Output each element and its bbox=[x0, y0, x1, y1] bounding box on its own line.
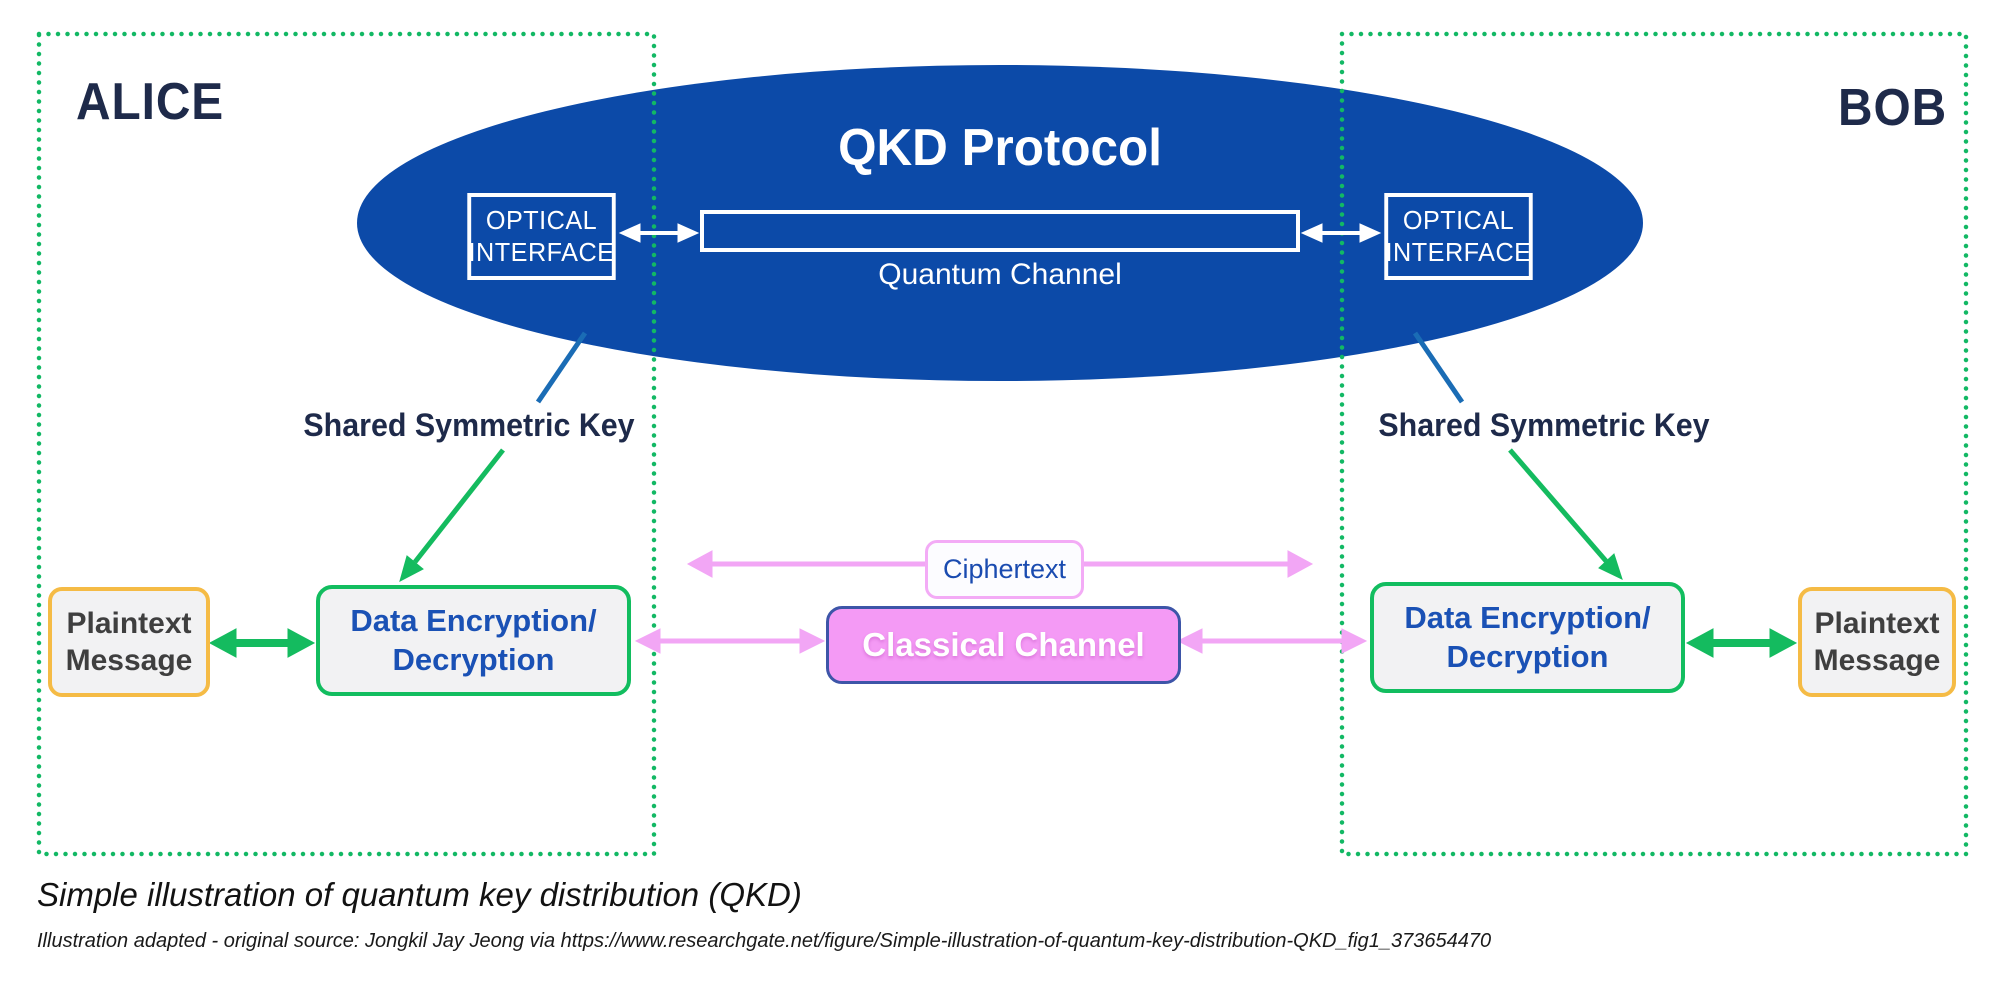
plaintext-message-box-left: Plaintext Message bbox=[48, 587, 210, 697]
plaintext-left-line1: Plaintext bbox=[66, 606, 192, 640]
figure-source-credit: Illustration adapted - original source: … bbox=[37, 930, 1492, 952]
plaintext-left-line2: Message bbox=[65, 644, 193, 677]
figure-caption: Simple illustration of quantum key distr… bbox=[37, 876, 802, 913]
qkd-protocol-title: QKD Protocol bbox=[838, 119, 1162, 177]
shared-key-label-right: Shared Symmetric Key bbox=[1378, 407, 1710, 443]
shared-key-label-left: Shared Symmetric Key bbox=[303, 407, 635, 443]
plaintext-right-line2: Message bbox=[1813, 644, 1941, 677]
enc-left-line1: Data Encryption/ bbox=[350, 602, 597, 638]
classical-channel-box: Classical Channel bbox=[826, 606, 1181, 684]
key-arrow-green-left bbox=[399, 448, 505, 582]
ciphertext-label: Ciphertext bbox=[942, 554, 1067, 584]
key-connector-blue-left bbox=[535, 331, 588, 404]
enc-right-line2: Decryption bbox=[1446, 638, 1609, 674]
enc-left-line2: Decryption bbox=[392, 641, 555, 677]
plaintext-message-box-right: Plaintext Message bbox=[1798, 587, 1956, 697]
quantum-channel-label: Quantum Channel bbox=[878, 258, 1122, 291]
data-encryption-box-left: Data Encryption/ Decryption bbox=[316, 585, 631, 696]
plaintext-enc-arrow-left bbox=[208, 628, 316, 658]
ciphertext-box: Ciphertext bbox=[925, 540, 1084, 599]
classical-link-arrow-left bbox=[634, 628, 826, 654]
alice-zone-label: ALICE bbox=[76, 73, 225, 131]
plaintext-right-line1: Plaintext bbox=[1814, 606, 1940, 640]
classical-channel-label: Classical Channel bbox=[862, 626, 1145, 663]
key-arrow-green-right bbox=[1508, 448, 1623, 580]
optical-interface-left-line1: OPTICAL bbox=[485, 204, 598, 235]
optical-interface-right-line1: OPTICAL bbox=[1402, 204, 1515, 235]
quantum-channel-bar bbox=[700, 210, 1300, 252]
enc-right-line1: Data Encryption/ bbox=[1404, 599, 1651, 635]
key-connector-blue-right bbox=[1412, 331, 1465, 404]
plaintext-enc-arrow-right bbox=[1685, 628, 1798, 658]
classical-link-arrow-right bbox=[1176, 628, 1368, 654]
bob-zone-label: BOB bbox=[1838, 79, 1948, 137]
data-encryption-box-right: Data Encryption/ Decryption bbox=[1370, 582, 1685, 693]
